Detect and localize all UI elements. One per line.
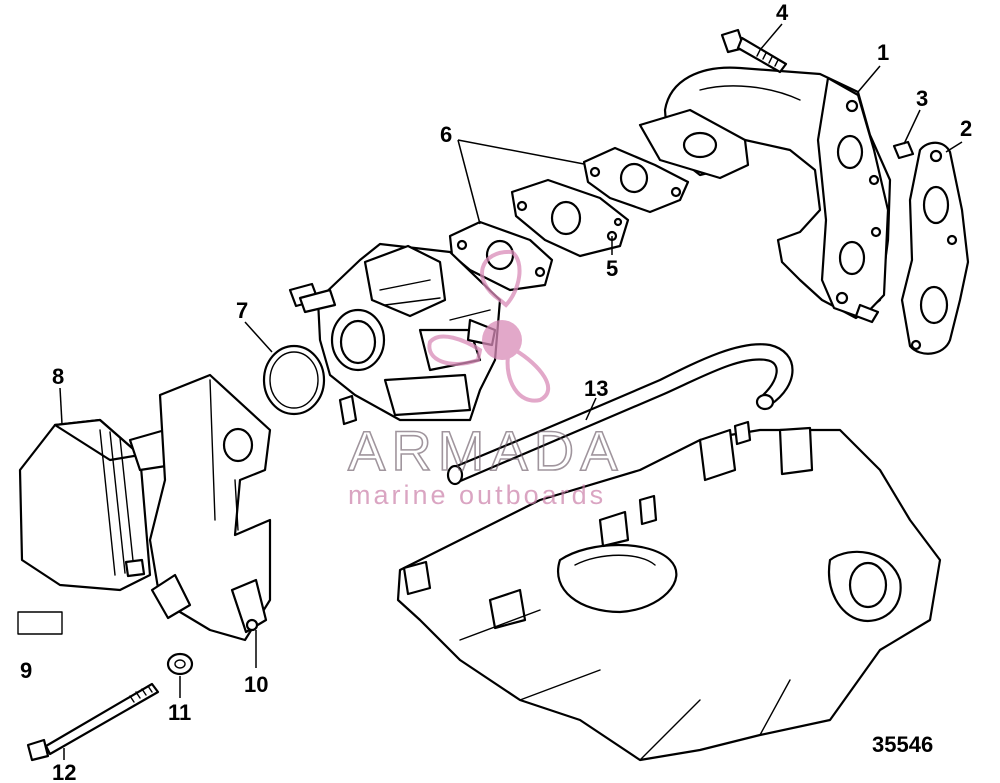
callout-5: 5 <box>606 256 618 281</box>
part-gasket-upper <box>582 146 690 214</box>
part-grommet <box>166 652 194 676</box>
callout-9: 9 <box>20 658 32 683</box>
part-manifold-gasket <box>900 141 970 355</box>
callout-1: 1 <box>877 40 889 65</box>
part-fuel-hose <box>446 343 794 486</box>
part-silencer-bracket <box>148 373 272 642</box>
watermark-brand: ARMADA <box>348 419 624 482</box>
callout-10: 10 <box>244 672 268 697</box>
part-long-screw <box>26 682 160 762</box>
callout-13: 13 <box>584 376 608 401</box>
part-dowel-pin <box>892 140 915 160</box>
callouts: 1 2 3 4 5 6 7 8 9 10 11 12 13 <box>20 0 972 783</box>
callout-7: 7 <box>236 298 248 323</box>
callout-3: 3 <box>916 86 928 111</box>
callout-11: 11 <box>168 700 191 725</box>
part-decal <box>17 611 63 635</box>
part-o-ring <box>262 344 326 416</box>
callout-8: 8 <box>52 364 64 389</box>
part-manifold-bolt <box>720 28 788 74</box>
leader-lines <box>59 23 963 760</box>
figure-number: 35546 <box>872 732 933 757</box>
propeller-logo-icon <box>427 249 551 403</box>
watermark-tagline: marine outboards <box>348 480 606 510</box>
part-carburetor-spacer <box>510 178 630 258</box>
part-carburetor <box>288 242 502 426</box>
part-powerhead-block <box>396 420 942 762</box>
part-intake-manifold <box>638 66 892 324</box>
callout-2: 2 <box>960 116 972 141</box>
callout-12: 12 <box>52 760 76 783</box>
watermark: ARMADA marine outboards <box>347 249 624 510</box>
callout-4: 4 <box>776 0 789 25</box>
callout-6: 6 <box>440 122 452 147</box>
